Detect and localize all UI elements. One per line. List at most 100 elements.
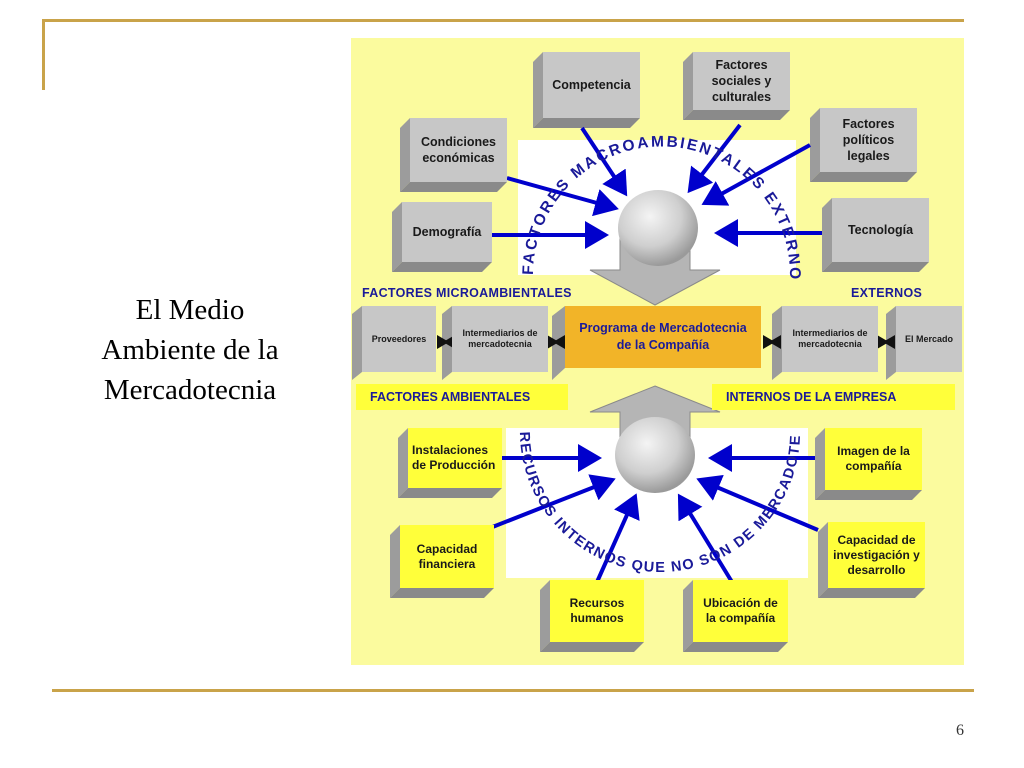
box-ubicacion: Ubicación de la compañía: [693, 580, 788, 642]
bottom-sociales: [683, 110, 790, 120]
intermediarios-2-line-1: Intermediarios de: [792, 328, 868, 338]
recursos-line-2: humanos: [570, 611, 624, 625]
bottom-recursos: [540, 642, 644, 652]
left-vertical-rule: [42, 19, 45, 90]
title-line-2: Ambiente de la: [101, 334, 279, 366]
economicas-line-2: económicas: [422, 151, 495, 165]
bottom-economicas: [400, 182, 507, 192]
shadow-proveedores: [352, 306, 362, 380]
arrow-sociales: [687, 123, 742, 194]
arrow-competencia: [580, 126, 628, 197]
arrow-capacidad-fin: [489, 474, 616, 530]
box-factores-sociales: Factores sociales y culturales: [693, 52, 790, 110]
box-instalaciones: Instalaciones de Producción: [408, 428, 502, 488]
bottom-instalaciones: [398, 488, 502, 498]
bottom-ubicacion: [683, 642, 788, 652]
micro-label-right: EXTERNOS: [851, 286, 923, 300]
arrow-economicas: [506, 176, 619, 217]
box-imagen: Imagen de la compañía: [825, 428, 922, 490]
arrow-politicos: [701, 143, 811, 206]
shadow-ubicacion: [683, 580, 693, 652]
instalaciones-line-1: Instalaciones: [412, 443, 489, 457]
shadow-demografia: [392, 202, 402, 272]
shadow-capacidad-inv: [818, 522, 828, 598]
box-capacidad-financiera: Capacidad financiera: [400, 525, 494, 588]
title-line-3: Mercadotecnia: [103, 374, 277, 406]
shadow-recursos: [540, 580, 550, 652]
box-bottoms: [390, 110, 929, 652]
capacidad-fin-line-1: Capacidad: [416, 541, 478, 556]
shadow-politicos: [810, 108, 820, 182]
sociales-line-2: sociales y: [711, 74, 772, 88]
shadow-instalaciones: [398, 428, 408, 498]
box-capacidad-investigacion: Capacidad de investigación y desarrollo: [828, 522, 925, 588]
shadow-imagen: [815, 428, 825, 500]
macro-arrows: [492, 123, 822, 249]
shadow-competencia: [533, 52, 543, 128]
capacidad-inv-line-2: investigación y: [833, 547, 920, 562]
box-proveedores: Proveedores: [362, 306, 436, 372]
box-factores-politicos: Factores políticos legales: [820, 108, 917, 172]
politicos-line-2: políticos: [842, 133, 895, 147]
capacidad-inv-line-3: desarrollo: [847, 562, 906, 577]
box-intermediarios-1: Intermediarios de mercadotecnia: [452, 306, 548, 372]
box-condiciones-economicas: Condiciones económicas: [410, 118, 507, 182]
title-line-1: El Medio: [135, 294, 245, 326]
recursos-line-1: Recursos: [569, 596, 625, 610]
slide-number: 6: [956, 722, 964, 739]
intermediarios-1-line-1: Intermediarios de: [462, 328, 538, 338]
shadow-capacidad-fin: [390, 525, 400, 598]
internal-label-right: INTERNOS DE LA EMPRESA: [712, 384, 955, 410]
sociales-line-3: culturales: [711, 90, 772, 104]
ubicacion-line-2: la compañía: [705, 611, 776, 625]
politicos-line-1: Factores: [842, 117, 895, 131]
bottom-tecnologia: [822, 262, 929, 272]
internal-arrows: [489, 444, 819, 584]
bottom-imagen: [815, 490, 922, 500]
box-tecnologia: Tecnología: [832, 198, 929, 262]
box-programa-mercadotecnia: Programa de Mercadotecnia de la Compañía: [565, 306, 761, 368]
competencia-label: Competencia: [552, 78, 631, 92]
arrow-capacidad-inv: [696, 474, 819, 532]
bottom-capacidad-fin: [390, 588, 494, 598]
bottom-capacidad-inv: [818, 588, 925, 598]
box-intermediarios-2: Intermediarios de mercadotecnia: [782, 306, 878, 372]
internal-sphere: [615, 417, 695, 493]
ubicacion-line-1: Ubicación de: [703, 596, 778, 610]
slide-title: El Medio Ambiente de la Mercadotecnia: [40, 290, 340, 410]
shadow-economicas: [400, 118, 410, 192]
bottom-rule: [52, 689, 974, 692]
mercado-label: El Mercado: [904, 333, 953, 344]
box-mercado: El Mercado: [896, 306, 962, 372]
box-competencia: Competencia: [543, 52, 640, 118]
programa-line-1: Programa de Mercadotecnia: [579, 321, 747, 335]
intermediarios-2-line-2: mercadotecnia: [798, 339, 862, 349]
macro-sphere: [618, 190, 698, 266]
tecnologia-label: Tecnología: [847, 223, 914, 237]
micro-label-left: FACTORES MICROAMBIENTALES: [362, 286, 572, 300]
box-shadows: [352, 52, 896, 652]
demografia-label: Demografía: [412, 225, 482, 239]
connector-3b: [769, 335, 781, 349]
arrow-ubicacion: [677, 493, 734, 584]
shadow-tecnologia: [822, 198, 832, 272]
arrow-recursos: [595, 493, 640, 583]
box-recursos-humanos: Recursos humanos: [550, 580, 644, 642]
sociales-line-1: Factores: [715, 58, 768, 72]
connector-4b: [883, 335, 895, 349]
instalaciones-line-2: de Producción: [412, 458, 496, 472]
bottom-demografia: [392, 262, 492, 272]
intermediarios-1-line-2: mercadotecnia: [468, 339, 532, 349]
imagen-line-1: Imagen de la: [837, 444, 910, 458]
internal-label-left: FACTORES AMBIENTALES: [356, 384, 568, 410]
box-demografia: Demografía: [402, 202, 492, 262]
capacidad-inv-line-1: Capacidad de: [837, 532, 916, 547]
economicas-line-1: Condiciones: [420, 135, 496, 149]
connector-2b: [553, 335, 565, 349]
politicos-line-3: legales: [847, 149, 890, 163]
shadow-sociales: [683, 52, 693, 120]
programa-line-2: de la Compañía: [616, 338, 710, 352]
bottom-politicos: [810, 172, 917, 182]
bottom-competencia: [533, 118, 640, 128]
